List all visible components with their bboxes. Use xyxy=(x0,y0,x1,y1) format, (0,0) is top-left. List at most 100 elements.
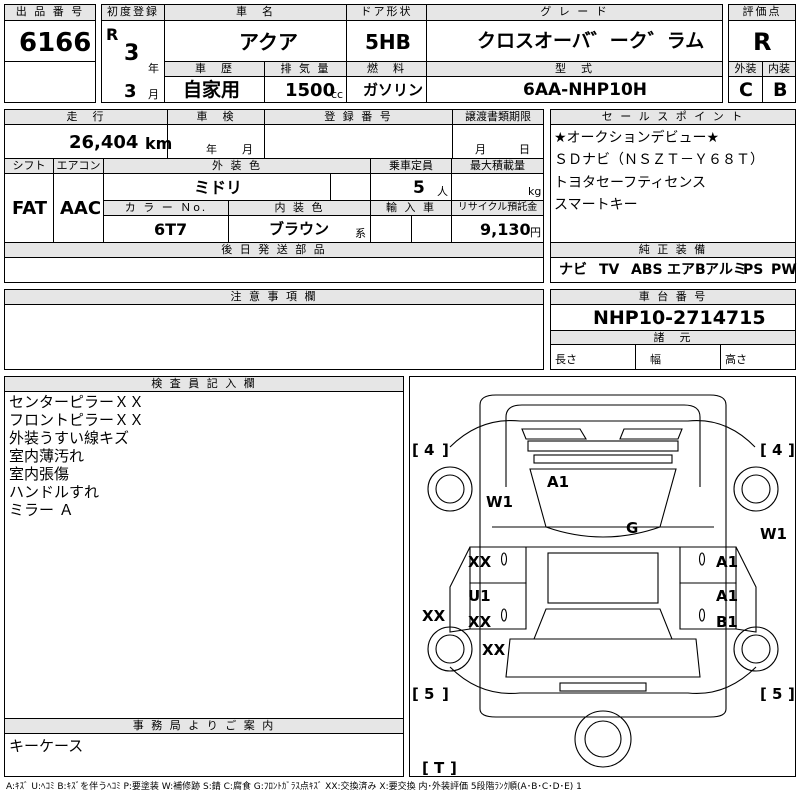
car-name: アクア xyxy=(239,30,298,54)
car-diagram-box: [ 4 ] [ 4 ] [ 5 ] [ 5 ] [ T ] A1 W1 G W1… xyxy=(409,376,796,777)
damage-mark-right-front-door-a1: A1 xyxy=(716,553,738,571)
width-cell: 幅 xyxy=(635,344,721,370)
displacement: 1500 xyxy=(285,80,336,101)
inspection-cell: 年 月 xyxy=(167,124,265,159)
history-cell: 自家用 xyxy=(164,76,265,103)
sales-points-box: ★オークションデビュー★ ＳＤナビ（ＮＳＺＴ－Ｙ６８Ｔ） トヨタセーフティセンス… xyxy=(550,124,796,243)
color-no-cell: 6T7 xyxy=(103,215,229,243)
notes-cell xyxy=(4,304,544,370)
tire-spare-bracket: [ xyxy=(422,759,429,776)
fuel-cell: ガソリン xyxy=(346,76,427,103)
aircon-cell: AAC xyxy=(53,173,104,243)
height-label: 高さ xyxy=(725,353,747,366)
later-parts-label: 後 日 発 送 部 品 xyxy=(4,242,544,258)
mileage-cell: 26,404 km xyxy=(4,124,172,159)
door-type: 5HB xyxy=(365,30,411,54)
damage-mark-right-rear-door-b1: B1 xyxy=(716,613,738,631)
tire-spare-bracket-close: ] xyxy=(450,759,457,776)
km-unit: km xyxy=(145,134,173,153)
mileage: 26,404 xyxy=(69,132,139,153)
equipment-label: 純 正 装 備 xyxy=(550,242,796,258)
reg-no-cell xyxy=(264,124,453,159)
inspector-note-1: センターピラーＸＸ xyxy=(9,393,145,411)
length-cell: 長さ xyxy=(550,344,636,370)
equipment-tv: TV xyxy=(599,262,620,278)
grade-label: グ レ ー ド xyxy=(426,4,723,21)
equipment-abs: ABS xyxy=(631,262,663,278)
yen-unit: 円 xyxy=(530,226,541,239)
import-label: 輸 入 車 xyxy=(370,200,452,216)
damage-mark-windshield-a1: A1 xyxy=(547,473,569,491)
lot-number: 6166 xyxy=(19,28,92,58)
interior-color: ブラウン xyxy=(269,220,330,238)
fuel: ガソリン xyxy=(363,81,424,99)
chassis-label: 車 台 番 号 xyxy=(550,289,796,305)
damage-mark-right-rear-door-a1: A1 xyxy=(716,587,738,605)
exterior-color-label: 外 装 色 xyxy=(103,158,371,174)
equipment-cell: ナビ TV ABS エアB アルミ PS PW xyxy=(550,257,797,283)
car-diagram: [ 4 ] [ 4 ] [ 5 ] [ 5 ] [ T ] A1 W1 G W1… xyxy=(412,394,795,776)
exterior-color-cell: ミドリ xyxy=(103,173,331,201)
displacement-label: 排 気 量 xyxy=(264,61,347,77)
damage-mark-left-rear-door-u1: U1 xyxy=(468,587,491,605)
kg-unit: kg xyxy=(528,185,542,198)
notes-label: 注 意 事 項 欄 xyxy=(4,289,544,305)
tire-fr-bracket: [ xyxy=(760,441,767,459)
recycle-label: リサイクル預託金 xyxy=(451,200,544,216)
door-label: ドア形状 xyxy=(346,4,427,21)
exterior-color-extra xyxy=(330,173,371,201)
interior-color-label: 内 装 色 xyxy=(228,200,371,216)
transfer-month-unit: 月 xyxy=(475,143,486,156)
tire-fl-bracket-close: ] xyxy=(442,441,449,459)
exterior-grade-cell: C xyxy=(728,76,763,103)
equipment-alloy: アルミ xyxy=(705,262,747,278)
series-unit: 系 xyxy=(355,227,366,240)
reg-month: 3 xyxy=(124,81,137,102)
model: 6AA-NHP10H xyxy=(523,80,647,100)
history-label: 車 歴 xyxy=(164,61,265,77)
office-notes-label: 事 務 局 よ り ご 案 内 xyxy=(4,718,404,734)
shift-cell: FAT xyxy=(4,173,54,243)
era: R xyxy=(106,25,119,44)
inspection-year-unit: 年 xyxy=(206,143,217,156)
reg-year: 3 xyxy=(124,41,140,66)
tire-fr-score: 4 xyxy=(772,441,782,459)
inspector-note-6: ハンドルすれ xyxy=(9,483,100,501)
interior-grade-cell: B xyxy=(762,76,796,103)
interior-grade: B xyxy=(773,79,788,101)
tire-rl-score: 5 xyxy=(424,685,434,703)
damage-mark-left-rear-door-xx: XX xyxy=(468,613,492,631)
damage-mark-left-front-door-xx: XX xyxy=(468,553,492,571)
first-reg-label: 初度登録 xyxy=(101,4,165,21)
equipment-ps: PS xyxy=(743,262,764,278)
interior-label: 内装 xyxy=(762,61,796,77)
height-cell: 高さ xyxy=(720,344,796,370)
equipment-pw: PW xyxy=(771,262,797,278)
score: R xyxy=(753,28,772,56)
tire-rr-bracket-close: ] xyxy=(788,685,795,703)
chassis-cell: NHP10-2714715 xyxy=(550,304,796,331)
capacity: 5 xyxy=(413,178,425,198)
tire-fl-bracket: [ xyxy=(412,441,419,459)
office-notes-box: キーケース xyxy=(4,733,404,777)
car-name-cell: アクア xyxy=(164,20,347,62)
office-note: キーケース xyxy=(9,737,84,755)
damage-mark-left-rear-xx: XX xyxy=(482,641,506,659)
sales-point-2: ＳＤナビ（ＮＳＺＴ－Ｙ６８Ｔ） xyxy=(554,152,764,168)
score-label: 評価点 xyxy=(728,4,796,21)
reg-no-label: 登 録 番 号 xyxy=(264,109,453,125)
import-cell-1 xyxy=(370,215,412,243)
import-cell-2 xyxy=(411,215,452,243)
equipment-navi: ナビ xyxy=(559,262,587,278)
legend: A:ｷｽﾞ U:ﾍｺﾐ B:ｷｽﾞを伴うﾍｺﾐ P:要塗装 W:補修跡 S:錆 … xyxy=(6,782,582,792)
history: 自家用 xyxy=(183,79,241,101)
max-load-cell: kg xyxy=(451,173,544,201)
recycle: 9,130 xyxy=(480,220,531,239)
month-unit: 月 xyxy=(148,88,159,101)
inspector-note-3: 外装うすい線キズ xyxy=(9,429,130,447)
max-load-label: 最大積載量 xyxy=(451,158,544,174)
cc-unit: cc xyxy=(331,88,344,101)
recycle-cell: 9,130 円 xyxy=(451,215,544,243)
exterior-label: 外装 xyxy=(728,61,763,77)
exterior-color: ミドリ xyxy=(194,178,243,197)
